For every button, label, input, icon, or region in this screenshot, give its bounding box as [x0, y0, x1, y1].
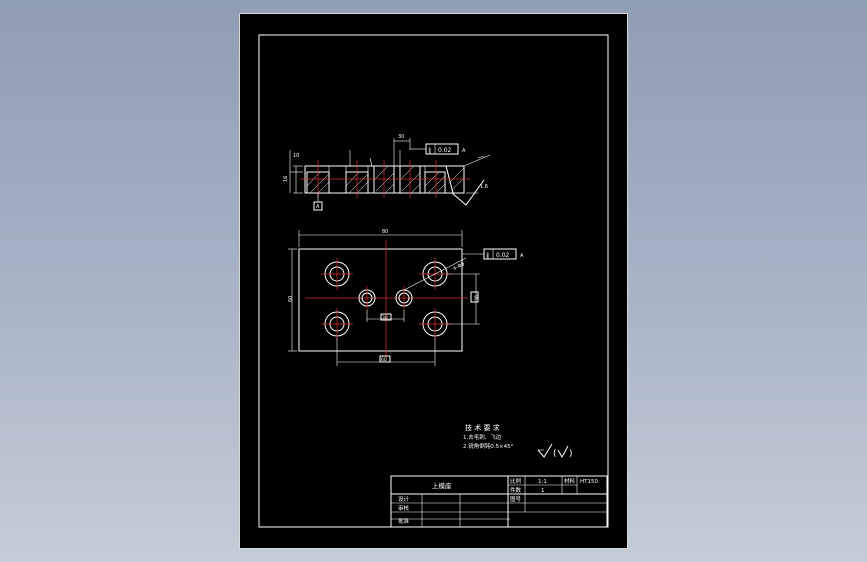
side-datum-letter: A: [316, 204, 320, 210]
part-name: 上模座: [432, 481, 452, 490]
roughness-label: 1.6: [480, 184, 488, 190]
side-frame-symbol: ∥: [428, 147, 431, 154]
side-thickness-label: 16: [283, 176, 289, 182]
tech-req-title: 技 术 要 求: [465, 423, 500, 432]
top-frame-letter: A: [520, 253, 524, 259]
top-dim-label: 30: [398, 134, 404, 140]
side-step-label: 10: [293, 153, 299, 159]
design-label: 设计: [398, 495, 410, 503]
hole-spacing-y-label: 36: [474, 295, 480, 301]
roughness-close-paren: ): [569, 449, 573, 459]
pin-hole-left: [358, 286, 376, 310]
check-label: 审核: [398, 504, 410, 512]
tech-requirements: 技 术 要 求 1.去毛刺、飞边 2.锐角倒钝0.5×45°: [463, 423, 514, 450]
drawing-label: 图号: [510, 495, 522, 503]
side-view: 16 10 30 ∥ 0.02 A A 1.6: [283, 134, 491, 211]
top-frame-value: 0.02: [496, 252, 510, 259]
tech-req-line2: 2.锐角倒钝0.5×45°: [463, 442, 514, 450]
section-hatch: [306, 165, 465, 194]
scale-value: 1:1: [538, 479, 547, 485]
hole-bottom-right: [419, 308, 451, 340]
side-frame-letter: A: [462, 148, 466, 154]
small-hole-spacing-label: 30: [382, 315, 388, 321]
scale-label: 比例: [510, 477, 522, 485]
overall-width-label: 80: [382, 229, 388, 235]
side-frame-value: 0.02: [438, 147, 452, 154]
hole-bottom-left: [321, 308, 353, 340]
hole-callout-label: 4-Φ9: [452, 261, 466, 272]
title-block: 上模座 比例 1:1 材料 HT150 件数 1 图号 设计 审核 批准: [390, 475, 608, 528]
hole-spacing-x-label: 60: [381, 357, 387, 363]
tech-req-line1: 1.去毛刺、飞边: [463, 433, 502, 441]
material-label: 材料: [564, 477, 576, 485]
hole-top-left: [321, 258, 353, 290]
qty-label: 件数: [510, 486, 522, 494]
qty-value: 1: [541, 488, 545, 494]
approve-label: 批准: [398, 517, 410, 525]
general-roughness-symbol: ( ): [537, 443, 573, 459]
overall-height-label: 60: [288, 296, 294, 302]
material-value: HT150: [580, 479, 598, 485]
top-frame-symbol: ∥: [486, 252, 489, 259]
roughness-open-paren: (: [553, 449, 557, 459]
top-view: 80 60 60 30 36 4-Φ9 ∥ 0.02 A: [288, 229, 524, 366]
